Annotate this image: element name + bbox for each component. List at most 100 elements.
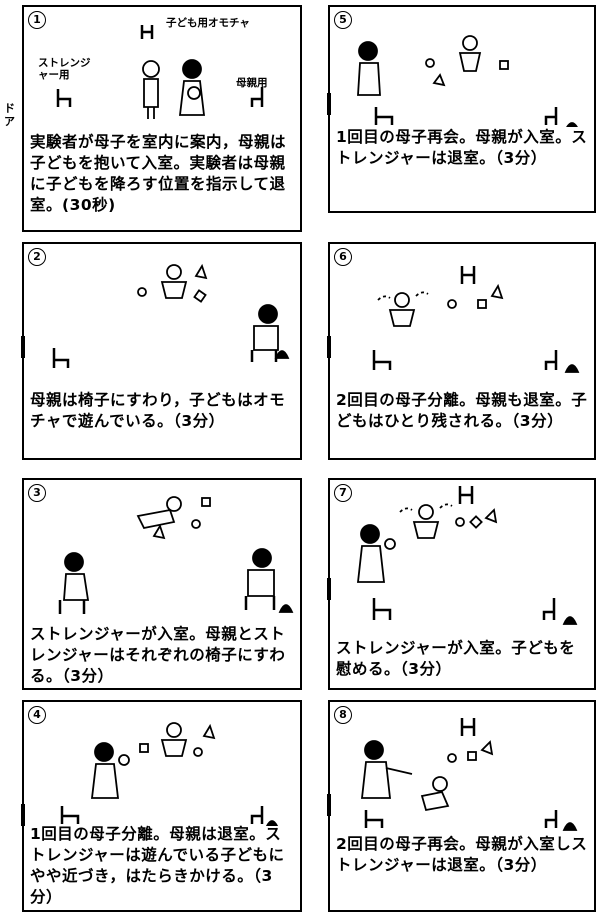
stranger-body [356, 545, 386, 583]
door-marker [327, 93, 331, 115]
toy-ball [425, 58, 435, 68]
stranger-head [64, 552, 84, 572]
stranger-chair-icon [56, 89, 72, 107]
mother-body [253, 325, 279, 351]
toy-triangle [202, 723, 216, 740]
toy-block [467, 751, 477, 761]
child-body [136, 508, 176, 530]
caption: ストレンジャーが入室。子どもを慰める。（3分） [336, 639, 576, 678]
stranger-head [94, 742, 114, 762]
crying-lines [377, 291, 429, 301]
mother-arms [385, 767, 413, 775]
stranger-chair-icon [374, 107, 394, 125]
mother-chair-icon [250, 806, 264, 824]
stranger-chair-icon [52, 348, 70, 368]
child-head [166, 496, 182, 512]
scene-8-illustration [360, 718, 578, 831]
held-object [118, 754, 130, 766]
panel-number: 8 [334, 703, 352, 724]
stranger-head [360, 524, 380, 544]
mother-head [182, 59, 202, 79]
toy-ball [455, 517, 465, 527]
mother-chair-icon [542, 598, 556, 620]
door-marker [21, 336, 25, 358]
child-head [394, 292, 410, 308]
stranger-chair-icon [372, 350, 392, 370]
mother-chair-icon [544, 810, 558, 828]
panel-7: 7 ストレンジャーが入室。子どもを慰める。（3分） [327, 478, 596, 690]
toy-triangle [490, 283, 504, 300]
toy-triangle [194, 263, 208, 280]
panel-number: 3 [28, 481, 46, 502]
panel-2: 2 母親は椅子にすわり，子どもはオモチャで遊んでいる。（3分） [21, 242, 302, 460]
child-head [166, 264, 182, 280]
caption: 2回目の母子分離。母親も退室。子どもはひとり残される。（3分） [336, 391, 588, 430]
panel-number: 6 [334, 245, 352, 266]
child-body [458, 52, 482, 72]
mother-head [258, 304, 278, 324]
mother-body [247, 569, 275, 597]
experimenter-body [143, 78, 159, 119]
toy-block [469, 515, 483, 529]
mother-head [252, 548, 272, 568]
toy-ball [193, 747, 203, 757]
child-head [432, 776, 448, 792]
toy-triangle [480, 740, 494, 756]
caption: 母親は椅子にすわり，子どもはオモチャで遊んでいる。（3分） [30, 391, 286, 430]
door-marker [327, 794, 331, 816]
stranger-chair-label: ストレンジャー用 [38, 57, 91, 81]
toy-triangle [432, 73, 446, 87]
panel-number: 5 [334, 8, 352, 29]
stranger-chair-icon [58, 600, 86, 614]
bag-icon [278, 604, 294, 613]
toy-ball [447, 299, 457, 309]
mother-chair-label: 母親用 [236, 77, 268, 89]
scene-1-illustration [56, 25, 264, 119]
mother-chair-icon [250, 350, 278, 362]
bag-icon [566, 122, 578, 127]
caption: 2回目の母子再会。母親が入室しストレンジャーは退室。（3分） [336, 835, 588, 874]
mother-chair-icon [544, 350, 558, 370]
stranger-chair-icon [364, 810, 384, 828]
panel-number: 2 [28, 245, 46, 266]
scene-6-illustration [372, 266, 580, 373]
panel-number: 1 [28, 8, 46, 29]
crying-lines [399, 503, 453, 513]
child-body [420, 790, 450, 812]
scene-4-illustration [60, 722, 279, 826]
panel-3: 3 ストレンジャーが入室。母親とストレンジャーはそれぞれの椅子にすわる。（3分） [22, 478, 302, 690]
mother-body [357, 62, 381, 96]
experimenter-head [142, 60, 160, 78]
caption: 1回目の母子再会。母親が入室。ストレンジャーは退室。（3分） [336, 128, 588, 167]
door-marker [327, 578, 331, 600]
held-object [384, 538, 396, 550]
scene-7-illustration [356, 486, 578, 625]
child-head [462, 35, 478, 51]
panel-4: 4 1回目の母子分離。母親は退室。ストレンジャーは遊んでいる子どもにやや近づき，… [21, 700, 302, 912]
mother-chair-icon [544, 107, 558, 125]
caption: 実験者が母子を室内に案内，母親は子どもを抱いて入室。実験者は母親に子どもを降ろす… [30, 133, 287, 214]
bag-icon [562, 616, 578, 625]
panel-number: 4 [28, 703, 46, 724]
mother-head [358, 41, 378, 61]
toy-ball [191, 519, 201, 529]
door-marker [327, 336, 331, 358]
door-marker [21, 804, 25, 826]
panel-5: 5 1回目の母子再会。母親が入室。ストレンジャーは退室。（3分） [327, 5, 596, 213]
bag-icon [274, 350, 290, 359]
toy-label: 子ども用オモチャ [166, 17, 250, 29]
observer-chair-icon [460, 718, 476, 736]
child-body [160, 739, 188, 757]
mother-chair-icon [250, 87, 264, 107]
observer-chair-icon [140, 25, 154, 39]
child-held [187, 86, 201, 100]
child-body [412, 521, 440, 539]
toy-block [193, 289, 207, 303]
bag-icon [562, 822, 578, 831]
scene-2-illustration [52, 263, 290, 368]
stranger-body [90, 763, 120, 799]
panel-1: 1 ストレンジャー用 子ども用オモチャ 母親用 実験者が母子を室内に案内，母親は… [22, 5, 302, 232]
toy-block [477, 299, 487, 309]
toy-block [499, 60, 509, 70]
child-body [160, 281, 188, 299]
